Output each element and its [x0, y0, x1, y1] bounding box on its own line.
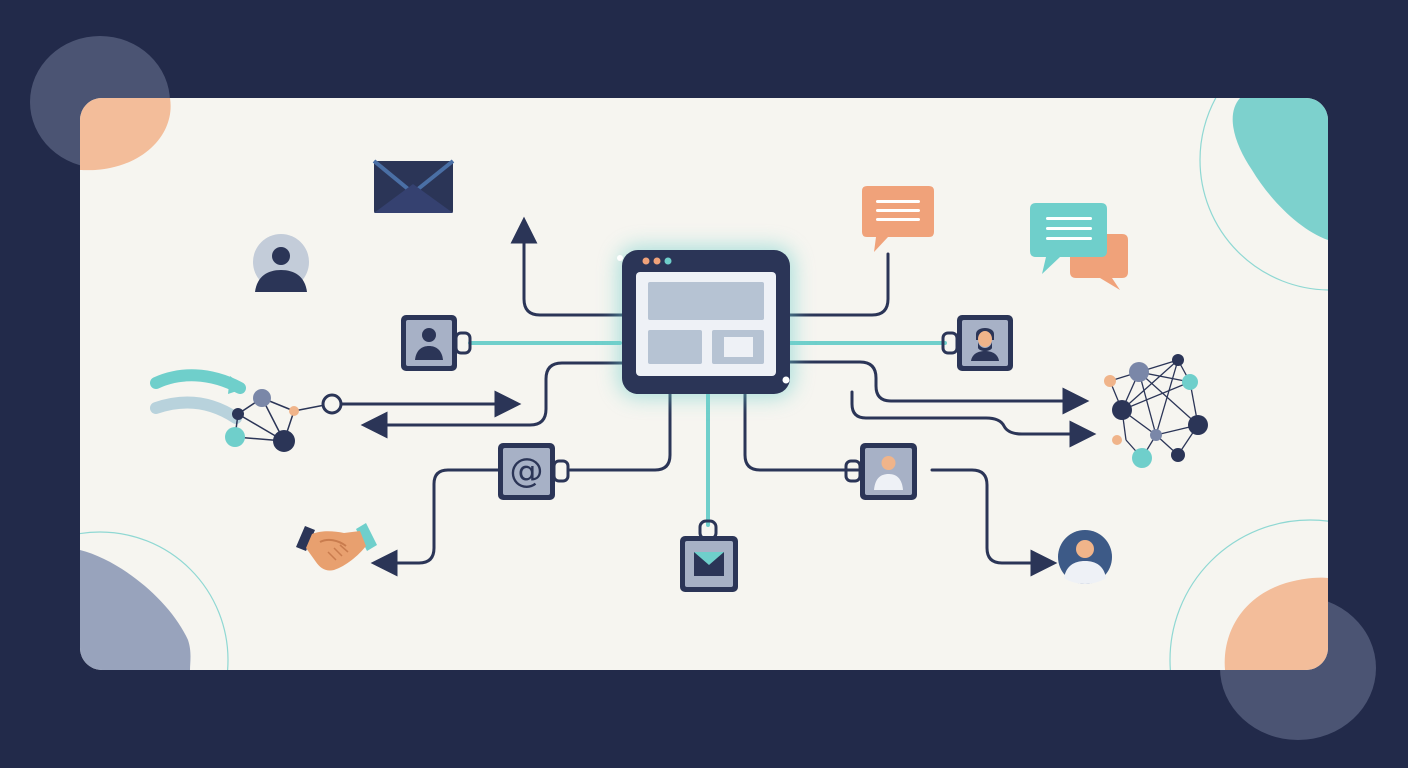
- link-hub-to-up-arrow: [510, 216, 624, 317]
- link-profile-badge-to-avatar: [930, 468, 1058, 577]
- at-sign-symbol: @: [510, 451, 544, 491]
- hub-dot-1: [642, 257, 650, 265]
- peach-corner-blob-bottom-right: [1224, 577, 1328, 670]
- sparkle-left: [617, 255, 623, 261]
- teal-ring-top-right: [1199, 98, 1328, 291]
- network-cluster-right-icon: [1104, 354, 1208, 468]
- profile-lock-badge-icon: [844, 443, 917, 500]
- link-at-badge-to-handshake: [370, 468, 500, 577]
- teal-ring-bottom-left: [80, 531, 229, 670]
- link-hub-to-right-cluster-bottom: [850, 390, 1097, 448]
- hub-browser-window: [618, 246, 794, 398]
- connections: [340, 216, 1097, 577]
- hub-dot-3: [664, 257, 672, 265]
- mail-lock-badge-icon: [680, 519, 738, 592]
- link-hub-to-right-cluster-top: [788, 360, 1090, 415]
- link-hub-to-left-arrow-in: [360, 361, 624, 439]
- card-decorations: [80, 98, 1328, 670]
- slate-corner-blob-bottom-left: [80, 550, 191, 670]
- chat-bubble-icon: [862, 186, 934, 252]
- person-lock-badge-icon: [941, 315, 1013, 371]
- hub-screen-panel-right-inner: [724, 337, 753, 357]
- envelope-icon: [372, 159, 455, 213]
- hub-dot-2: [653, 257, 661, 265]
- user-avatar-icon: [253, 234, 309, 292]
- sparkle-right: [782, 376, 790, 384]
- person-avatar-icon: [1058, 530, 1112, 584]
- teal-corner-blob-top-right: [1232, 98, 1328, 240]
- at-sign-lock-badge-icon: @: [498, 443, 570, 500]
- handshake-icon: [296, 523, 377, 571]
- teal-ring-bottom-right: [1169, 519, 1328, 670]
- link-hub-to-profile-badge: [743, 390, 860, 472]
- chat-bubbles-icon: [1030, 203, 1128, 290]
- peach-corner-blob-top-left: [80, 98, 171, 171]
- link-hub-to-at-badge: [568, 390, 672, 472]
- hub-screen-banner: [648, 282, 764, 320]
- network-cluster-left-icon: [150, 369, 343, 452]
- link-hub-to-chat-bubble: [788, 252, 890, 317]
- user-lock-badge-icon: [401, 315, 472, 371]
- hub-screen-panel-left: [648, 330, 702, 364]
